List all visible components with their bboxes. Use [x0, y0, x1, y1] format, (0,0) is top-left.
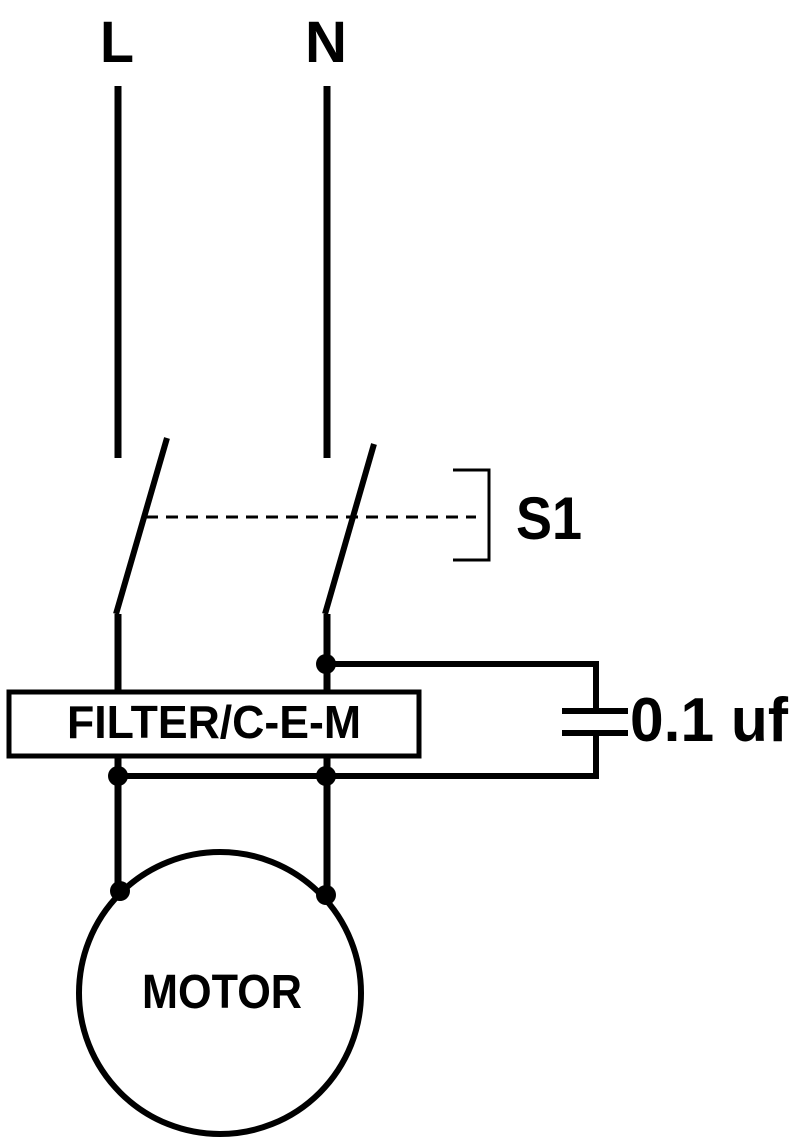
motor-label: MOTOR [142, 966, 302, 1019]
capacitor-bottom-wire [118, 734, 599, 779]
neutral-terminal-label: N [305, 10, 347, 75]
junctions [108, 654, 336, 905]
switch-bracket [453, 468, 491, 562]
junction-dot [316, 766, 336, 786]
filter-label: FILTER/C-E-M [67, 696, 361, 748]
junction-dot [316, 654, 336, 674]
switch-blade-neutral [322, 443, 377, 615]
switch-label: S1 [516, 485, 582, 552]
junction-dot [316, 885, 336, 905]
filter-box [6, 689, 422, 759]
junction-dot [108, 766, 128, 786]
wiring [6, 86, 628, 1137]
switch-blade-line [113, 437, 170, 615]
line-terminal-label: L [100, 10, 134, 75]
junction-dot [110, 881, 130, 901]
capacitor-label: 0.1 uf [630, 686, 788, 755]
motor-circle [76, 849, 364, 1137]
capacitor-top-wire [326, 661, 599, 710]
